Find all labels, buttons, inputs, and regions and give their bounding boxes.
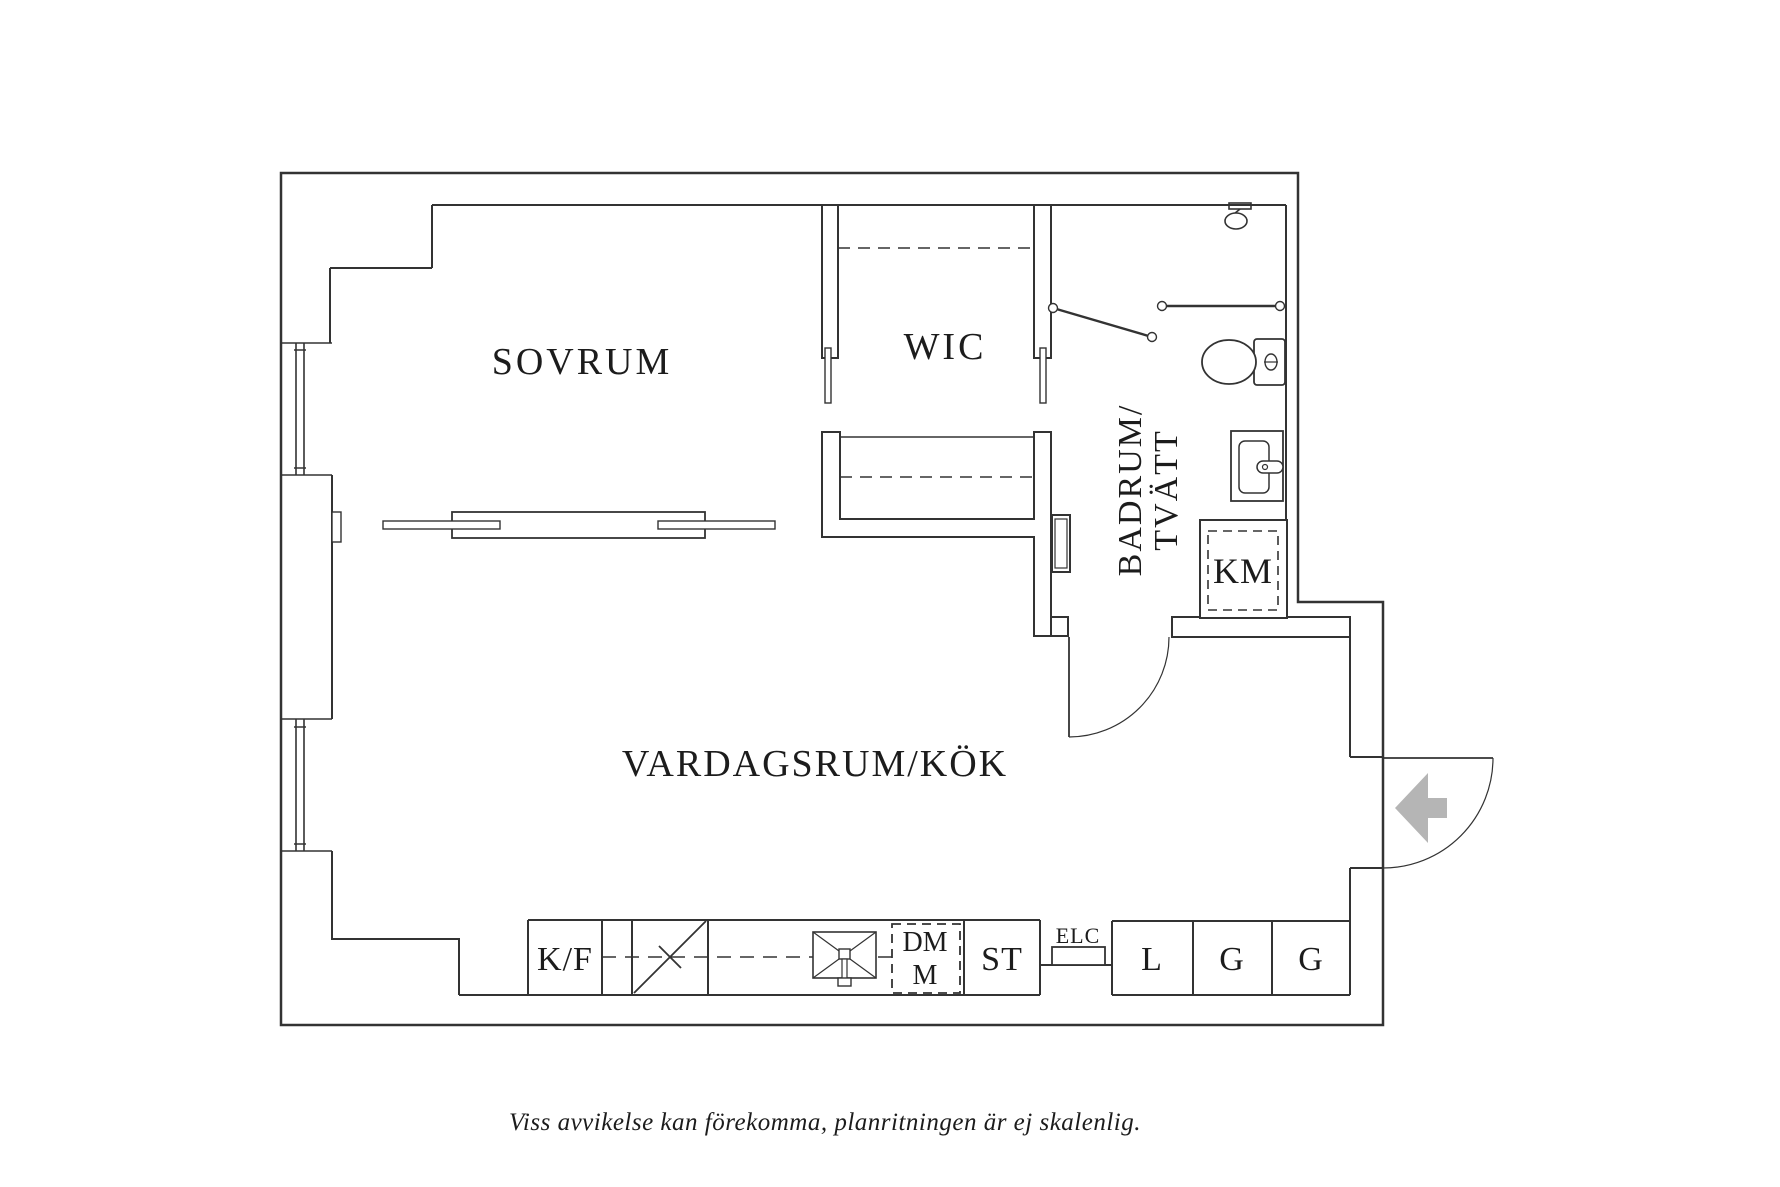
exterior-walls [279,171,1385,1027]
stove-icon [812,931,877,987]
left-inner-wall-lower-step [331,851,460,995]
shower-head [1224,212,1248,230]
sovrum-sliding-leaf [824,347,832,404]
sovrum-sliding-door [331,511,776,543]
door-line-end-left [1047,302,1059,314]
window-lower [281,718,332,852]
sink-faucet [1256,460,1284,474]
hall-wall-band [1171,616,1351,638]
window-upper [281,342,332,476]
kitchen-row [459,919,1351,996]
appliance-label-km: KM [1213,551,1273,591]
closet-label-g2: G [1298,941,1324,978]
dishwasher-dashed-box [891,923,961,994]
sliding-door-leaf-left [382,520,501,530]
room-label-badrum-line1: BADRUM/ [1112,404,1149,577]
door-line-end-right [1146,331,1158,343]
toilet-icon [1201,338,1286,386]
sliding-door-wall-stub [331,511,342,543]
entry-arrow-icon [1395,773,1447,843]
wic-sliding-leaf [1039,347,1047,404]
appliance-label-elc: ELC [1056,923,1101,948]
entry-door-arc [1382,757,1494,869]
closet-row [1111,920,1351,996]
outer-wall-outline [279,171,1385,1027]
shower-partition [1047,300,1286,343]
appliance-label-kf: K/F [537,941,593,978]
room-label-badrum-line2: TVÄTT [1148,429,1185,550]
stove-foot [837,977,852,987]
appliance-label-m: M [913,960,938,991]
km-box [1199,519,1288,619]
room-label-badrum-group: BADRUM/ TVÄTT [1112,404,1185,577]
bathroom [1047,202,1351,738]
labels: SOVRUM WIC BADRUM/ TVÄTT VARDAGSRUM/KÖK … [492,326,1324,1136]
duct-box [1051,514,1071,573]
sovrum-wic-wall [821,204,839,359]
shower-icon [1224,202,1252,230]
room-label-sovrum: SOVRUM [492,341,673,383]
elc-panel [1051,946,1106,966]
km-box-dashed [1207,530,1279,611]
rail-end-right [1274,300,1286,312]
appliance-label-dm: DM [902,927,947,958]
shower-door-line [1052,306,1153,339]
sliding-door-leaf-right [657,520,776,530]
windows [281,342,332,852]
wardrobe-unit [821,431,1052,637]
wic-bathroom-wall [1033,204,1052,359]
disclaimer-caption: Viss avvikelse kan förekomma, planritnin… [509,1109,1141,1136]
toilet-bowl [1201,339,1257,385]
appliance-label-st: ST [981,941,1023,978]
sink-icon [1230,430,1284,502]
closet-label-g1: G [1219,941,1245,978]
duct-box-inner [1054,518,1068,569]
entry [1382,757,1494,869]
stove-stem [841,958,848,981]
closet-label-l: L [1141,941,1163,978]
top-left-wall-step [329,205,433,343]
room-label-vardagsrum: VARDAGSRUM/KÖK [622,743,1008,785]
stove-center [838,948,851,960]
counter-diagonal-symbol [633,920,707,994]
bathroom-door-jamb [1050,616,1069,637]
bathroom-door-arc [1068,636,1170,738]
washer-km-box [1199,519,1288,619]
rail-end-left [1156,300,1168,312]
sink-drain [1261,463,1269,471]
entry-inner-walls [1349,637,1383,921]
room-label-wic: WIC [904,326,987,368]
